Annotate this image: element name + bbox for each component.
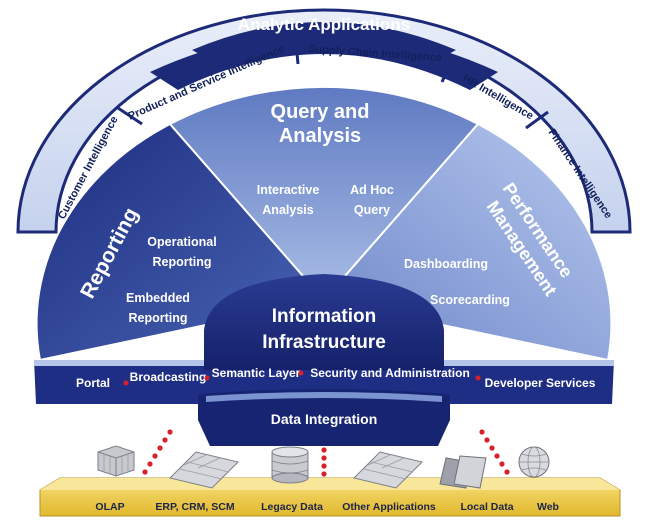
service-broadcasting: Broadcasting xyxy=(130,370,207,384)
source-legacy-data: Legacy Data xyxy=(261,501,323,513)
performance-dashboarding: Dashboarding xyxy=(404,257,488,271)
legacy-database-icon xyxy=(271,446,309,484)
info-infra-line2: Infrastructure xyxy=(262,332,386,353)
service-separator-dot xyxy=(475,375,481,381)
service-portal: Portal xyxy=(76,376,110,390)
info-infra-line1: Information xyxy=(272,306,377,327)
local-data-documents-icon xyxy=(439,455,487,489)
service-separator-dot xyxy=(298,370,304,376)
source-erp-crm-scm: ERP, CRM, SCM xyxy=(155,501,234,513)
service-security-administration: Security and Administration xyxy=(310,366,470,380)
other-applications-spreadsheet-icon xyxy=(353,451,423,489)
reporting-operational-2: Reporting xyxy=(152,255,211,269)
service-separator-dot xyxy=(123,380,129,386)
query-interactive-1: Interactive xyxy=(257,183,320,197)
reporting-operational-1: Operational xyxy=(147,235,216,249)
source-local-data: Local Data xyxy=(460,501,513,513)
data-integration-block xyxy=(198,389,450,446)
source-olap: OLAP xyxy=(95,501,124,513)
analytic-applications-title: Analytic Applications xyxy=(238,15,410,34)
service-developer-services: Developer Services xyxy=(485,376,596,390)
erp-spreadsheet-icon xyxy=(169,451,239,489)
analytic-applications-band xyxy=(16,8,632,234)
reporting-embedded-2: Reporting xyxy=(128,311,187,325)
source-web: Web xyxy=(537,501,559,513)
query-analysis-title-2: Analysis xyxy=(279,125,361,147)
data-sources-platform xyxy=(39,477,621,517)
service-semantic-layer: Semantic Layer xyxy=(212,366,301,380)
olap-cube-icon xyxy=(97,445,135,477)
source-other-applications: Other Applications xyxy=(342,501,436,513)
query-adhoc-1: Ad Hoc xyxy=(350,183,394,197)
reporting-embedded-1: Embedded xyxy=(126,291,190,305)
service-separator-dot xyxy=(204,375,210,381)
query-analysis-segment xyxy=(168,85,480,302)
red-connectors xyxy=(142,429,510,477)
information-infrastructure-dome xyxy=(204,274,444,370)
query-adhoc-2: Query xyxy=(354,203,390,217)
data-integration-label: Data Integration xyxy=(271,411,378,427)
web-globe-icon xyxy=(518,446,550,478)
performance-scorecarding: Scorecarding xyxy=(430,293,510,307)
query-interactive-2: Analysis xyxy=(262,203,313,217)
query-analysis-title-1: Query and xyxy=(271,101,370,123)
